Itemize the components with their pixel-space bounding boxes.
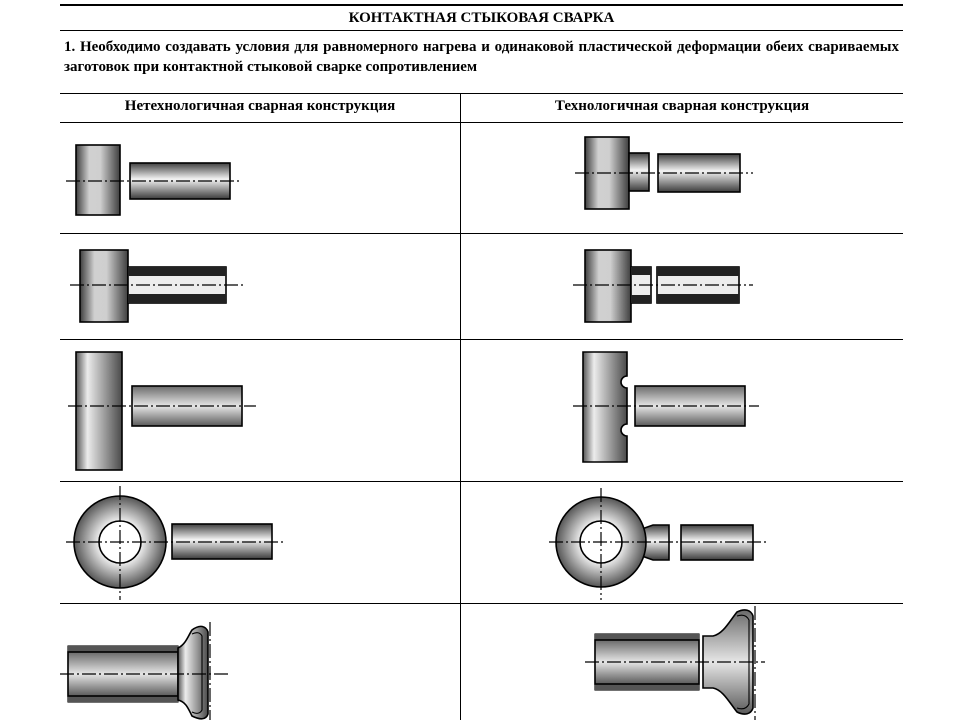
- requirement-text: 1. Необходимо создавать условия для равн…: [64, 39, 899, 75]
- row-divider-1: [60, 233, 903, 234]
- column-header-divider: [60, 122, 903, 123]
- drawing-tube-and-flared-cap-tech: [461, 604, 903, 720]
- drawing-stepped-head-and-rod-tech: [461, 123, 903, 233]
- drawing-flange-and-rod-nontech: [60, 340, 460, 481]
- drawing-ring-with-boss-and-rod-tech: [461, 482, 903, 603]
- column-header-technological: Технологичная сварная конструкция: [554, 98, 810, 114]
- column-header-nontechnological: Нетехнологичная сварная конструкция: [124, 98, 396, 114]
- row-divider-3: [60, 481, 903, 482]
- requirement-divider: [60, 93, 903, 94]
- page-title: КОНТАКТНАЯ СТЫКОВАЯ СВАРКА: [348, 10, 615, 26]
- drawing-head-and-tube-nontech: [60, 234, 460, 339]
- column-divider: [460, 93, 461, 720]
- drawing-ring-and-rod-nontech: [60, 482, 460, 603]
- drawing-grooved-flange-and-rod-tech: [461, 340, 903, 481]
- drawing-cylinder-head-and-rod-nontech: [60, 123, 460, 233]
- table-top-border: [60, 4, 903, 6]
- title-divider: [60, 30, 903, 31]
- drawing-tube-and-cap-nontech: [60, 604, 460, 720]
- drawing-stepped-head-and-tube-tech: [461, 234, 903, 339]
- row-divider-4: [60, 603, 903, 604]
- row-divider-2: [60, 339, 903, 340]
